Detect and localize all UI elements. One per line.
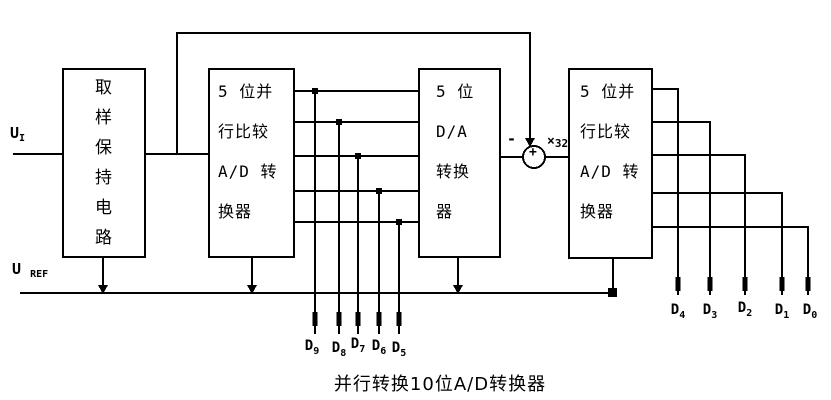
d4-sub: 4 — [679, 310, 686, 321]
block-adc1-line: 5 位并 — [218, 82, 274, 101]
diagram-caption: 并行转换10位A/D转换器 — [333, 374, 547, 395]
block-dac-line: D/A — [436, 122, 468, 141]
junction-dot — [312, 88, 318, 94]
output-label-d8: D8 — [325, 340, 353, 359]
arrow-d2 — [742, 277, 748, 291]
output-label-d5: D5 — [385, 340, 413, 359]
ui-label-base: U — [10, 124, 20, 142]
block-sample-hold-char: 路 — [95, 228, 113, 248]
wire-d2 — [653, 154, 746, 295]
block-adc1: 5 位并 行比较 A/D 转 换器 — [208, 68, 295, 258]
arrow-summer-top — [525, 138, 535, 147]
d2-sub: 2 — [746, 308, 753, 319]
block-dac: 5 位 D/A 转换 器 — [418, 68, 501, 258]
block-adc2: 5 位并 行比较 A/D 转 换器 — [568, 68, 653, 259]
junction-dot — [336, 119, 342, 125]
arrow-d3 — [707, 277, 713, 291]
block-adc1-line: A/D 转 — [218, 162, 278, 181]
d5-sub: 5 — [400, 348, 407, 359]
block-sample-hold-char: 样 — [95, 108, 113, 128]
wire-d3 — [653, 121, 711, 295]
arrow-rail-1 — [98, 285, 108, 294]
d3-base: D — [702, 302, 712, 318]
block-adc2-line: 5 位并 — [580, 82, 636, 101]
ui-label-sub: I — [19, 133, 26, 144]
d3-sub: 3 — [711, 310, 718, 321]
block-sample-hold-char: 电 — [95, 198, 113, 218]
block-sample-hold-char: 保 — [95, 138, 113, 158]
output-label-d9: D9 — [298, 338, 326, 357]
block-adc2-line: A/D 转 — [580, 162, 640, 181]
block-sample-hold-char: 取 — [95, 78, 113, 98]
wire-d1 — [653, 192, 783, 295]
d8-sub: 8 — [340, 348, 347, 359]
gain-times-icon: × — [547, 134, 555, 149]
junction-dot — [376, 188, 382, 194]
arrow-d0 — [805, 277, 811, 291]
junction-dot — [396, 219, 402, 225]
minus-sign: - — [507, 130, 517, 148]
output-label-d4: D4 — [664, 302, 692, 321]
block-sample-hold-char: 持 — [95, 168, 113, 188]
block-dac-line: 转换 — [436, 162, 471, 181]
block-adc2-line: 换器 — [580, 202, 615, 221]
block-dac-line: 5 位 — [436, 82, 475, 101]
output-label-d0: D0 — [796, 302, 824, 321]
gain-label: ×32 — [547, 134, 569, 150]
rail-end-dot — [608, 288, 617, 297]
uref-label-sub: REF — [30, 269, 49, 280]
arrow-d6 — [376, 312, 382, 326]
d1-base: D — [774, 302, 784, 318]
d7-base: D — [350, 336, 360, 352]
arrow-d5 — [396, 312, 402, 326]
junction-dot — [355, 153, 361, 159]
output-label-d6: D6 — [365, 338, 393, 357]
arrow-rail-2 — [247, 285, 257, 294]
arrow-d4 — [675, 277, 681, 291]
wire-feedback — [176, 32, 531, 154]
wire-d0 — [653, 226, 809, 295]
d6-sub: 6 — [380, 346, 387, 357]
arrow-rail-3 — [453, 285, 463, 294]
output-label-d1: D1 — [768, 302, 796, 321]
ui-label: UI — [10, 124, 26, 144]
output-label-d2: D2 — [731, 300, 759, 319]
d9-sub: 9 — [313, 346, 320, 357]
summer-circle — [522, 145, 546, 169]
output-label-d3: D3 — [696, 302, 724, 321]
block-adc1-line: 行比较 — [218, 122, 270, 141]
d7-sub: 7 — [359, 344, 366, 355]
d9-base: D — [304, 338, 314, 354]
d5-base: D — [391, 340, 401, 356]
block-adc2-line: 行比较 — [580, 122, 632, 141]
d2-base: D — [737, 300, 747, 316]
gain-value: 32 — [554, 137, 569, 150]
output-label-d7: D7 — [344, 336, 372, 355]
uref-label: U REF — [12, 260, 49, 280]
d0-sub: 0 — [811, 310, 818, 321]
block-adc1-line: 换器 — [218, 202, 253, 221]
uref-label-base: U — [12, 260, 22, 278]
block-dac-line: 器 — [436, 202, 454, 221]
d1-sub: 1 — [783, 310, 790, 321]
arrow-d8 — [336, 312, 342, 326]
plus-sign: + — [529, 145, 537, 160]
d6-base: D — [371, 338, 381, 354]
arrow-d7 — [355, 312, 361, 326]
d8-base: D — [331, 340, 341, 356]
d4-base: D — [670, 302, 680, 318]
block-sample-hold: 取 样 保 持 电 路 — [62, 68, 146, 258]
arrow-d1 — [779, 277, 785, 291]
d0-base: D — [802, 302, 812, 318]
arrow-d9 — [312, 312, 318, 326]
